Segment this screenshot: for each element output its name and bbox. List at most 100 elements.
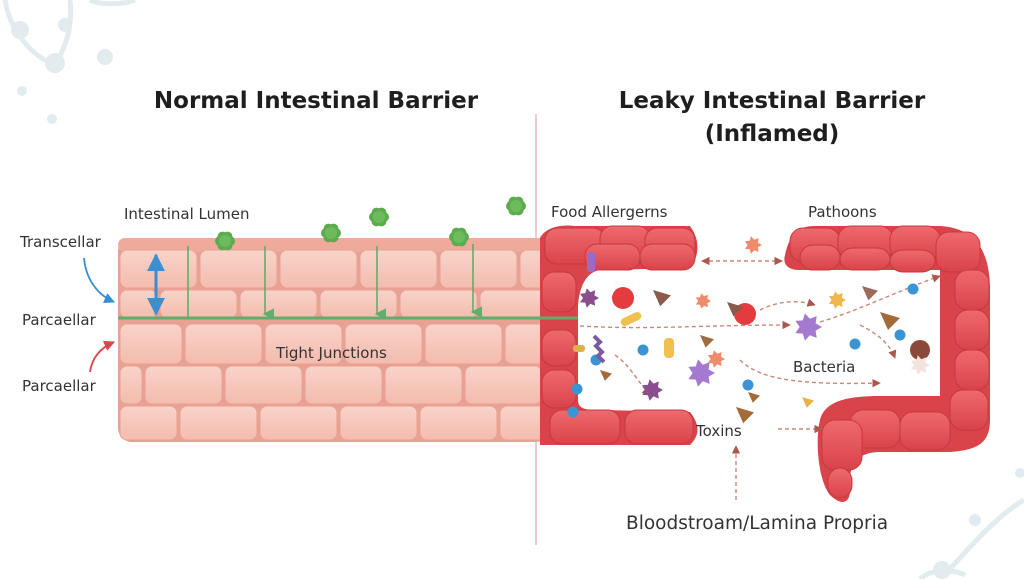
paracellar-flow-arrows bbox=[187, 244, 482, 320]
epithelial-cell bbox=[439, 249, 518, 289]
yellow-microbe bbox=[828, 291, 846, 309]
food-allergens-label: Food Allergerns bbox=[551, 203, 668, 221]
virus bbox=[642, 379, 663, 401]
dark-pathogen bbox=[910, 340, 930, 360]
green-microbe bbox=[506, 196, 526, 216]
blue-bacterium bbox=[849, 338, 861, 350]
orange-allergen bbox=[744, 236, 762, 254]
parcaellar-curved-arrow bbox=[89, 340, 115, 373]
toxin-shard bbox=[700, 335, 714, 348]
toxin-shard bbox=[600, 370, 612, 381]
epithelial-cell bbox=[119, 365, 143, 405]
transcellar-curved-arrow bbox=[83, 257, 115, 304]
colon-segment bbox=[954, 349, 990, 391]
bacteria-label: Bacteria bbox=[793, 358, 855, 376]
angry-pathogen bbox=[612, 287, 634, 309]
epithelial-cell bbox=[399, 289, 478, 319]
epithelial-cell bbox=[319, 289, 398, 319]
virus bbox=[580, 288, 599, 308]
normal-epithelium bbox=[118, 238, 578, 442]
transcellar-label: Transcellar bbox=[19, 233, 102, 251]
epithelial-cell bbox=[464, 365, 543, 405]
colon-segment bbox=[935, 231, 981, 273]
food-allergen bbox=[587, 252, 595, 272]
blue-bacterium bbox=[907, 283, 919, 295]
epithelial-cell bbox=[179, 405, 258, 441]
epithelial-cell bbox=[184, 323, 263, 365]
inflamed-cell bbox=[624, 409, 694, 445]
background-dots-top-left bbox=[11, 18, 113, 124]
blue-bacterium bbox=[637, 344, 649, 356]
epithelial-cell bbox=[224, 365, 303, 405]
toxin-shard bbox=[862, 286, 878, 301]
epithelial-cell bbox=[359, 249, 438, 289]
epithelial-cell bbox=[119, 405, 178, 441]
toxin-shard bbox=[880, 312, 900, 330]
blue-bacterium bbox=[894, 329, 906, 341]
colon-illustration bbox=[784, 225, 990, 502]
epithelial-cell bbox=[344, 323, 423, 365]
pathogens-label: Pathoons bbox=[808, 203, 877, 221]
normal-barrier-title: Normal Intestinal Barrier bbox=[154, 88, 479, 114]
green-microbe bbox=[369, 207, 389, 227]
epithelial-cell bbox=[259, 405, 338, 441]
inflamed-cell bbox=[541, 329, 577, 367]
purple-bacterium bbox=[795, 313, 822, 341]
orange-allergen bbox=[707, 350, 725, 368]
food-allergen bbox=[620, 312, 642, 326]
tight-junctions-label: Tight Junctions bbox=[275, 344, 387, 362]
toxin-shard bbox=[802, 397, 814, 408]
epithelial-cell bbox=[504, 323, 547, 365]
colon-segment bbox=[799, 244, 841, 271]
epithelial-cell bbox=[424, 323, 503, 365]
inflamed-cell bbox=[549, 409, 621, 445]
toxin-shard bbox=[727, 302, 743, 317]
food-allergen bbox=[664, 338, 674, 358]
epithelial-cell bbox=[159, 289, 238, 319]
intestinal-lumen-label: Intestinal Lumen bbox=[124, 205, 250, 223]
colon-segment bbox=[954, 269, 990, 311]
purple-bacterium bbox=[688, 359, 715, 387]
inflamed-cell bbox=[541, 271, 577, 313]
inflamed-cell bbox=[639, 243, 696, 271]
epithelial-cell bbox=[384, 365, 463, 405]
toxin-shard bbox=[653, 290, 671, 307]
pathogen-pathway-arrows bbox=[579, 256, 941, 500]
colon-segment bbox=[889, 249, 936, 273]
epithelial-cell bbox=[499, 405, 547, 441]
leaky-barrier-subtitle: (Inflamed) bbox=[705, 121, 840, 147]
epithelial-cell bbox=[339, 405, 418, 441]
green-microbe bbox=[215, 231, 235, 251]
green-microbe bbox=[321, 223, 341, 243]
damaged-cell bbox=[911, 355, 930, 375]
epithelial-cell bbox=[239, 289, 318, 319]
food-allergen bbox=[573, 345, 585, 352]
inflamed-epithelium-left bbox=[540, 225, 698, 445]
epithelial-cell bbox=[479, 289, 547, 319]
colon-segment bbox=[954, 309, 990, 351]
leaky-barrier-title: Leaky Intestinal Barrier bbox=[619, 88, 926, 114]
epithelial-cell bbox=[419, 405, 498, 441]
epithelial-cell bbox=[264, 323, 343, 365]
toxin-shard bbox=[736, 407, 754, 424]
epithelial-cell bbox=[279, 249, 358, 289]
inflamed-cell bbox=[541, 369, 577, 409]
green-microbe bbox=[449, 227, 469, 247]
epithelial-cell bbox=[119, 289, 158, 319]
colon-segment bbox=[839, 247, 891, 271]
epithelial-cell bbox=[144, 365, 223, 405]
toxins-label: Toxins bbox=[695, 422, 742, 440]
orange-allergen bbox=[695, 293, 711, 309]
epithelial-cell bbox=[119, 323, 183, 365]
parcaellar-label-top: Parcaellar bbox=[22, 311, 97, 329]
epithelial-cell bbox=[304, 365, 383, 405]
toxin-shard bbox=[748, 392, 760, 403]
colon-segment bbox=[949, 389, 989, 431]
colon-segment bbox=[827, 467, 853, 499]
parcaellar-label-bottom: Parcaellar bbox=[22, 377, 97, 395]
blue-bacterium bbox=[571, 383, 583, 395]
bloodstream-label: Bloodstroam/Lamina Propria bbox=[626, 513, 888, 534]
colon-segment bbox=[899, 411, 951, 451]
green-microbes bbox=[215, 196, 526, 251]
